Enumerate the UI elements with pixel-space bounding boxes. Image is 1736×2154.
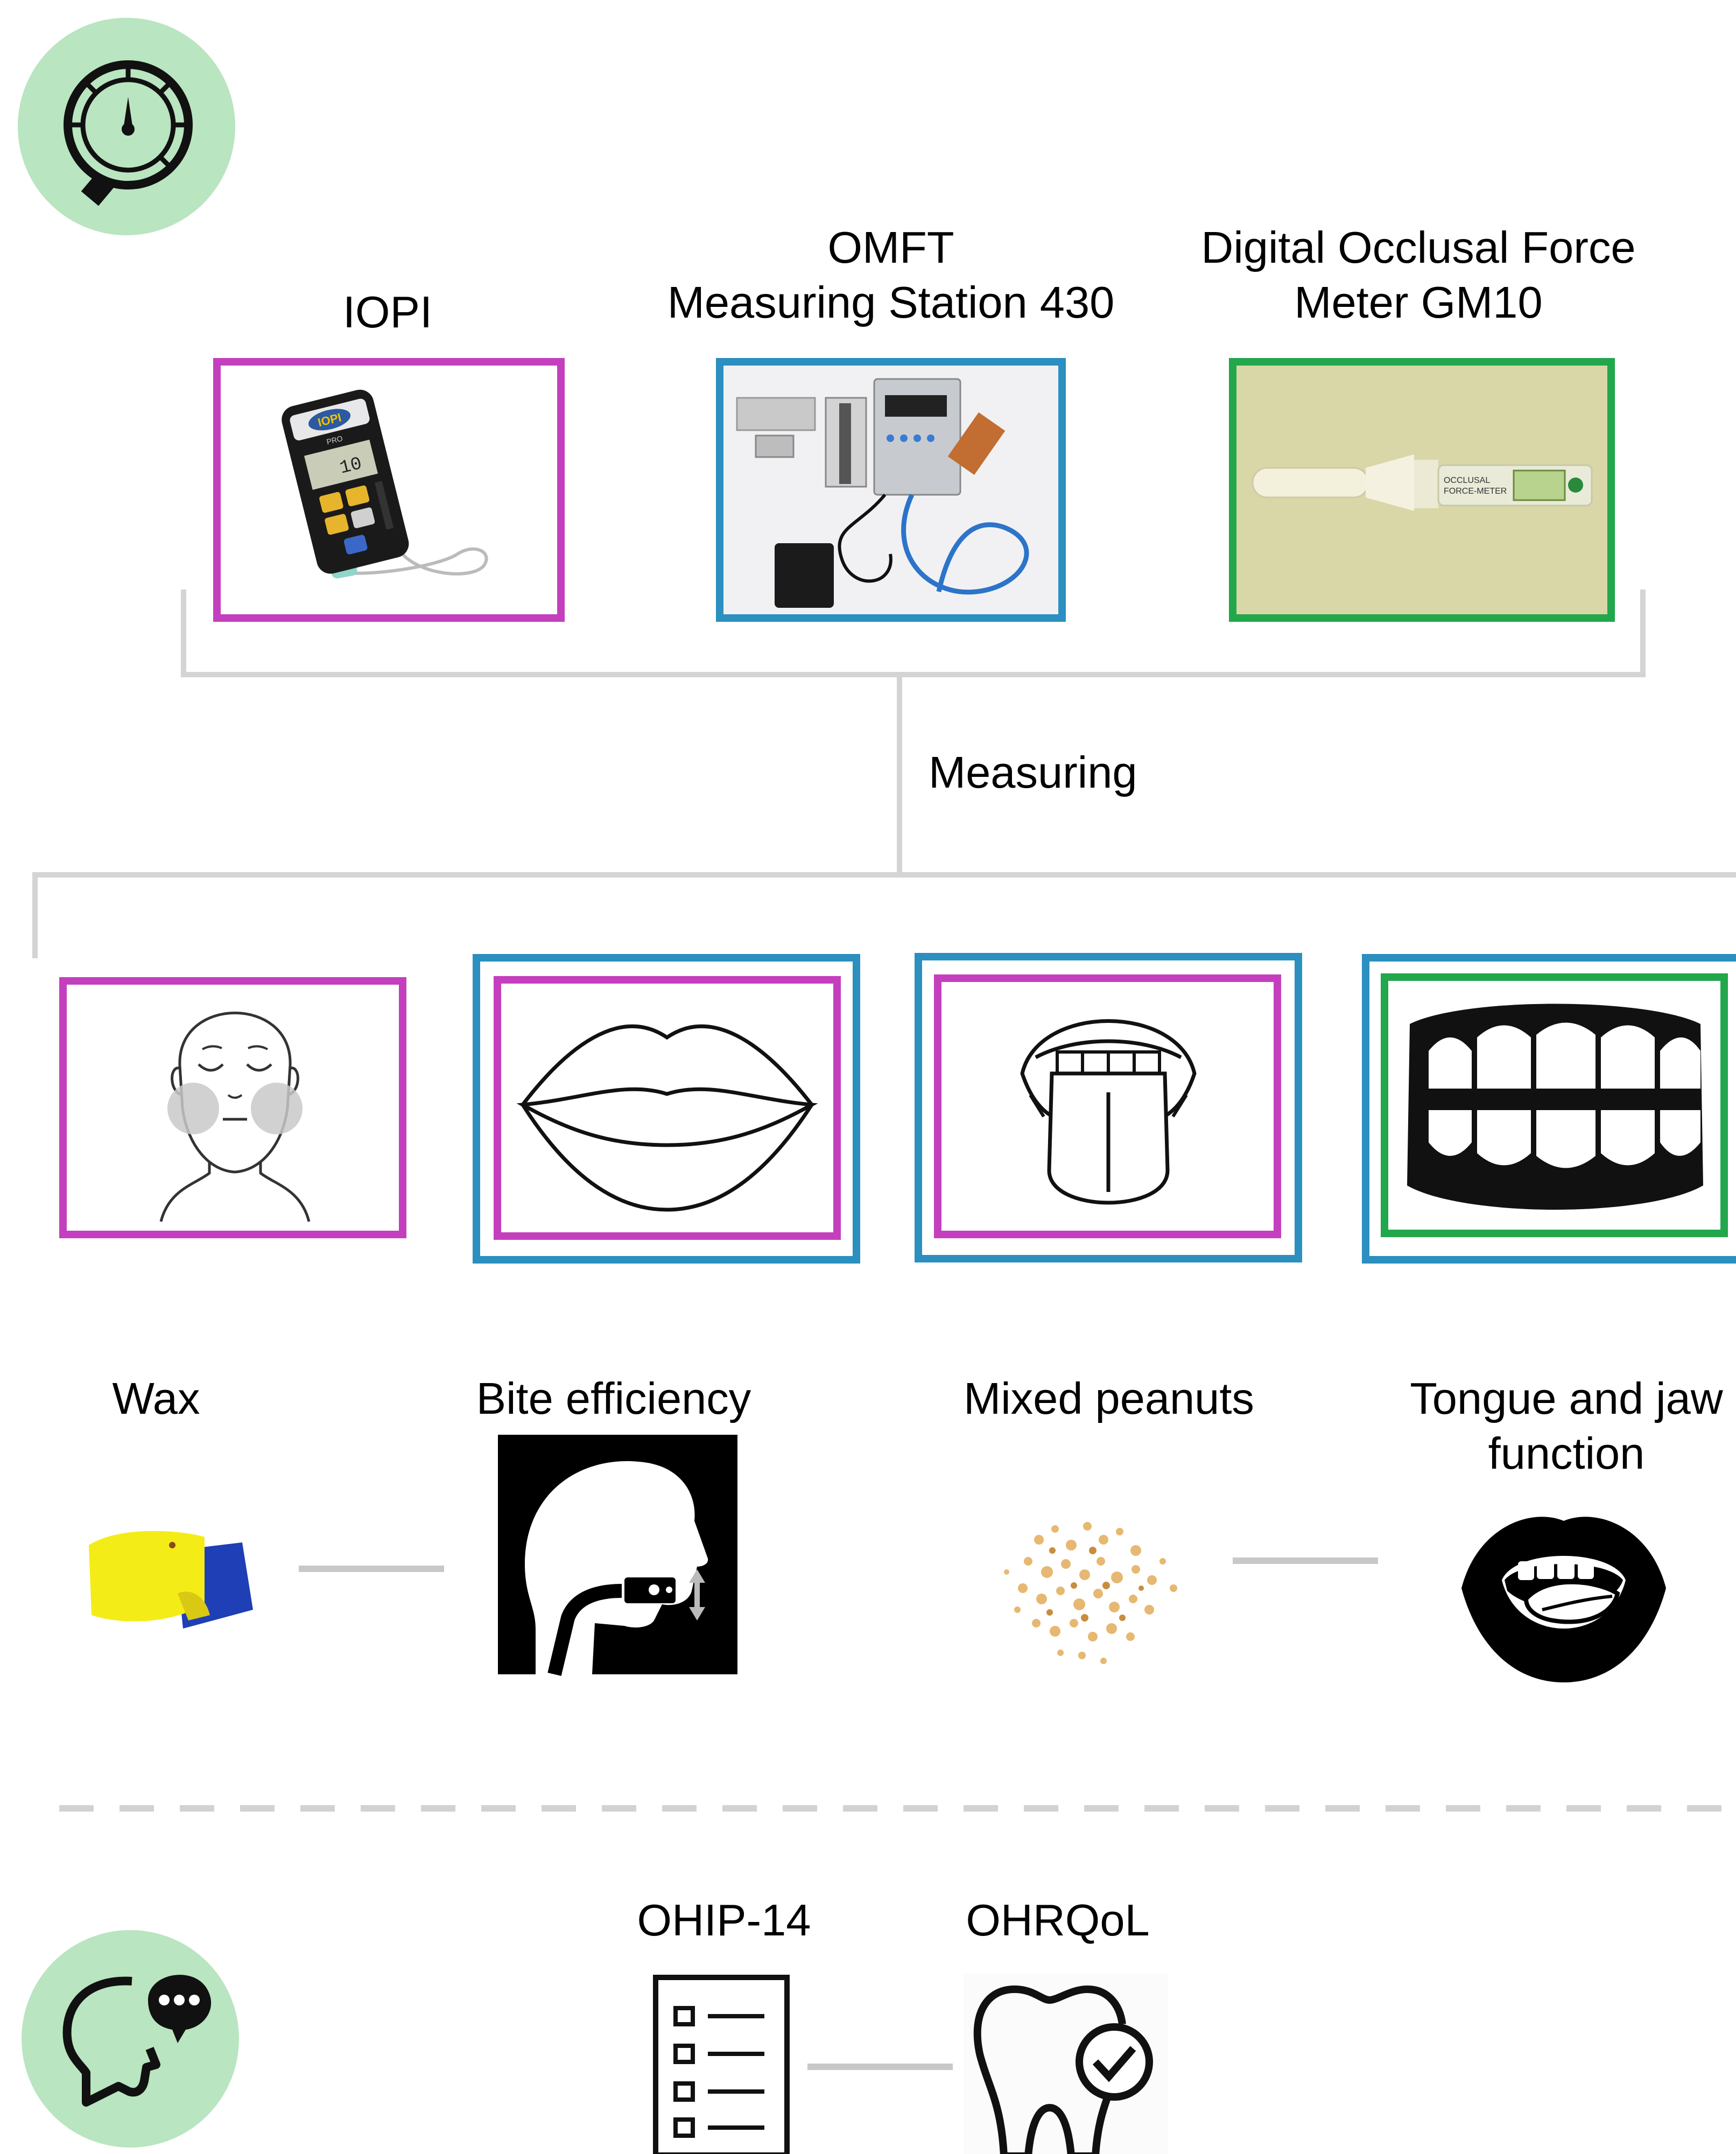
- omft-photo-frame: [716, 358, 1066, 622]
- wax-label: Wax: [112, 1373, 200, 1423]
- checklist-icon: [653, 1975, 790, 2154]
- ohrqol-label: OHRQoL: [966, 1895, 1150, 1945]
- face-cheeks-icon: [159, 1012, 311, 1222]
- tongue-icon: [1020, 1019, 1197, 1205]
- gm10-text-line1: OCCLUSAL: [1444, 476, 1490, 485]
- device-label-omft-line2: Measuring Station 430: [667, 277, 1115, 327]
- mixed-peanuts-label: Mixed peanuts: [964, 1373, 1254, 1423]
- measuring-label: Measuring: [929, 747, 1137, 797]
- device-bracket-horizontal: [181, 672, 1646, 677]
- wax-image: [89, 1531, 253, 1629]
- section-divider: [59, 1805, 1736, 1812]
- head-bite-icon: [498, 1435, 737, 1676]
- omft-device-image: [723, 366, 1058, 614]
- device-bracket-right-arm: [1640, 590, 1646, 676]
- ohip14-label: OHIP-14: [637, 1895, 811, 1945]
- head-speech-icon: [22, 1930, 239, 2148]
- wax-bite-connector: [299, 1566, 444, 1572]
- gm10-photo-frame: OCCLUSAL FORCE-METER: [1229, 358, 1615, 622]
- gauge-magnifier-icon: [18, 18, 235, 235]
- ohip-ohrqol-connector: [807, 2064, 953, 2070]
- device-label-gm10-line1: Digital Occlusal Force: [1201, 222, 1636, 272]
- tongue-inner-box: [934, 974, 1281, 1238]
- teeth-inner-box: [1381, 973, 1728, 1237]
- peanuts-tongue-connector: [1233, 1557, 1378, 1564]
- device-label-omft-line1: OMFT: [827, 222, 954, 272]
- device-label-gm10-line2: Meter GM10: [1294, 277, 1543, 327]
- gm10-text-line2: FORCE-METER: [1444, 487, 1507, 496]
- tongue-jaw-label-line1: Tongue and jaw: [1410, 1373, 1723, 1423]
- lips-icon: [516, 1024, 818, 1212]
- measures-bracket-left-arm: [32, 872, 38, 958]
- teeth-icon: [1407, 1004, 1703, 1210]
- measures-bracket-horizontal: [32, 872, 1736, 878]
- mixed-peanuts-image: [1004, 1522, 1177, 1664]
- tooth-check-icon: [964, 1973, 1168, 2154]
- iopi-device-image: IOPI PRO 10: [282, 389, 488, 579]
- iopi-pro-text: PRO: [326, 434, 343, 446]
- mouth-tongue-icon: [1461, 1517, 1666, 1682]
- face-box: [59, 977, 406, 1238]
- tongue-jaw-label-line2: function: [1488, 1428, 1645, 1478]
- iopi-photo-frame: IOPI PRO 10: [213, 358, 565, 622]
- device-label-iopi: IOPI: [342, 287, 433, 337]
- bite-efficiency-label: Bite efficiency: [476, 1373, 751, 1423]
- lips-inner-box: [494, 976, 841, 1240]
- gm10-device-image: OCCLUSAL FORCE-METER: [1236, 366, 1607, 614]
- device-bracket-left-arm: [181, 590, 186, 676]
- center-vertical-line: [897, 672, 902, 878]
